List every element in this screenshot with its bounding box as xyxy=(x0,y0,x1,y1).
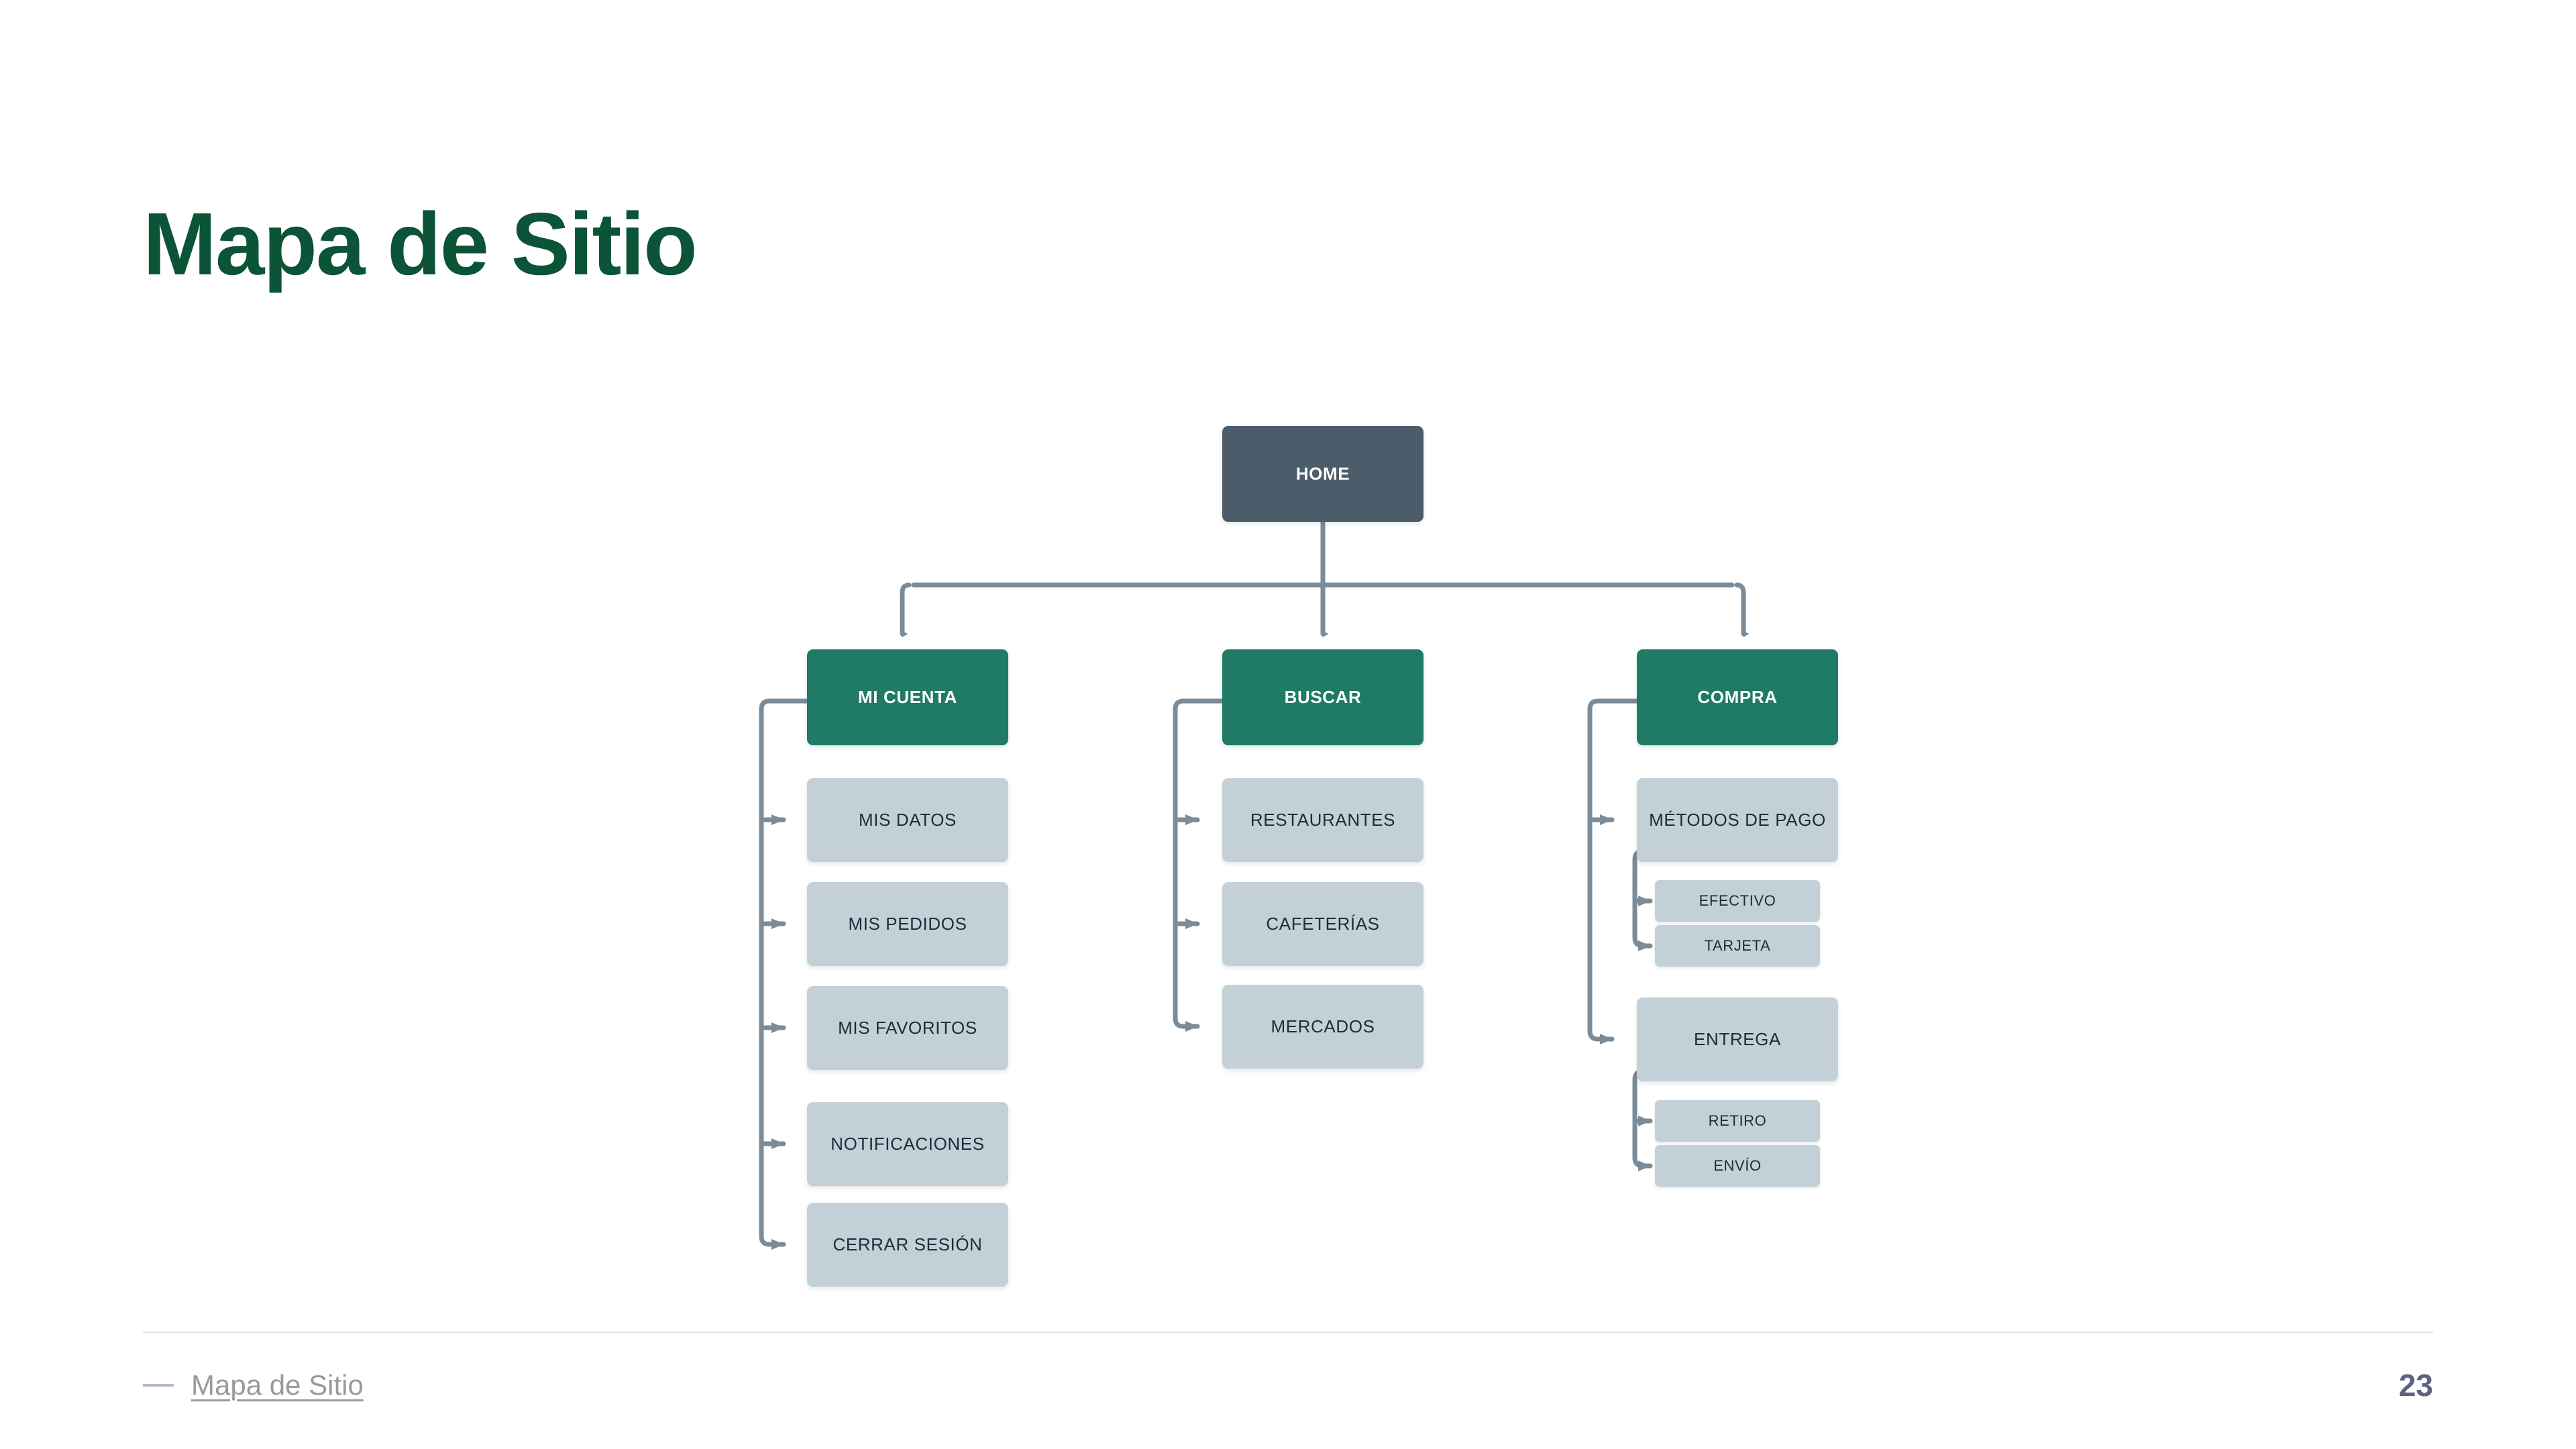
node-entrega[interactable]: ENTREGA xyxy=(1637,998,1838,1081)
node-cafeterias-label: CAFETERÍAS xyxy=(1266,914,1380,934)
footer: Mapa de Sitio xyxy=(143,1362,2433,1409)
footer-divider xyxy=(143,1332,2433,1333)
node-mis-favoritos[interactable]: MIS FAVORITOS xyxy=(807,986,1008,1070)
node-mi-cuenta[interactable]: MI CUENTA xyxy=(807,649,1008,745)
node-mercados-label: MERCADOS xyxy=(1271,1016,1375,1036)
node-efectivo-label: EFECTIVO xyxy=(1699,892,1776,909)
node-envio-label: ENVÍO xyxy=(1713,1157,1762,1174)
node-compra-label: COMPRA xyxy=(1697,687,1778,707)
connector-micuenta-spine xyxy=(759,698,810,1250)
node-mi-cuenta-label: MI CUENTA xyxy=(858,687,957,707)
node-cerrar-sesion-label: CERRAR SESIÓN xyxy=(833,1234,983,1254)
footer-label: Mapa de Sitio xyxy=(191,1369,364,1401)
node-envio[interactable]: ENVÍO xyxy=(1655,1145,1820,1187)
node-mis-datos-label: MIS DATOS xyxy=(858,810,957,830)
page-number: 23 xyxy=(2398,1368,2433,1403)
node-cafeterias[interactable]: CAFETERÍAS xyxy=(1222,882,1424,966)
node-mis-favoritos-label: MIS FAVORITOS xyxy=(838,1018,977,1038)
node-restaurantes[interactable]: RESTAURANTES xyxy=(1222,778,1424,862)
node-compra[interactable]: COMPRA xyxy=(1637,649,1838,745)
node-buscar-label: BUSCAR xyxy=(1284,687,1362,707)
node-metodos-de-pago-label: MÉTODOS DE PAGO xyxy=(1649,810,1826,830)
node-metodos-de-pago[interactable]: MÉTODOS DE PAGO xyxy=(1637,778,1838,862)
connector-entrega-spine xyxy=(1632,1069,1653,1171)
connector-buscar-spine xyxy=(1173,698,1225,1032)
node-home[interactable]: HOME xyxy=(1222,426,1424,522)
connector-home-to-micuenta xyxy=(900,582,912,637)
connector-home-to-compra xyxy=(1734,582,1750,637)
node-mis-pedidos-label: MIS PEDIDOS xyxy=(848,914,967,934)
node-efectivo[interactable]: EFECTIVO xyxy=(1655,880,1820,922)
node-mis-pedidos[interactable]: MIS PEDIDOS xyxy=(807,882,1008,966)
node-notificaciones[interactable]: NOTIFICACIONES xyxy=(807,1102,1008,1186)
connector-metodos-spine xyxy=(1632,849,1653,951)
node-mercados[interactable]: MERCADOS xyxy=(1222,985,1424,1069)
page-title: Mapa de Sitio xyxy=(143,195,698,293)
node-mis-datos[interactable]: MIS DATOS xyxy=(807,778,1008,862)
node-tarjeta[interactable]: TARJETA xyxy=(1655,925,1820,967)
node-notificaciones-label: NOTIFICACIONES xyxy=(830,1134,985,1154)
em-dash-icon xyxy=(143,1384,174,1387)
node-retiro-label: RETIRO xyxy=(1708,1112,1767,1129)
node-tarjeta-label: TARJETA xyxy=(1704,937,1771,954)
node-home-label: HOME xyxy=(1295,464,1350,484)
node-entrega-label: ENTREGA xyxy=(1694,1029,1781,1049)
connector-compra-spine xyxy=(1587,698,1640,1044)
node-buscar[interactable]: BUSCAR xyxy=(1222,649,1424,745)
node-retiro[interactable]: RETIRO xyxy=(1655,1100,1820,1142)
node-cerrar-sesion[interactable]: CERRAR SESIÓN xyxy=(807,1203,1008,1287)
node-restaurantes-label: RESTAURANTES xyxy=(1250,810,1396,830)
